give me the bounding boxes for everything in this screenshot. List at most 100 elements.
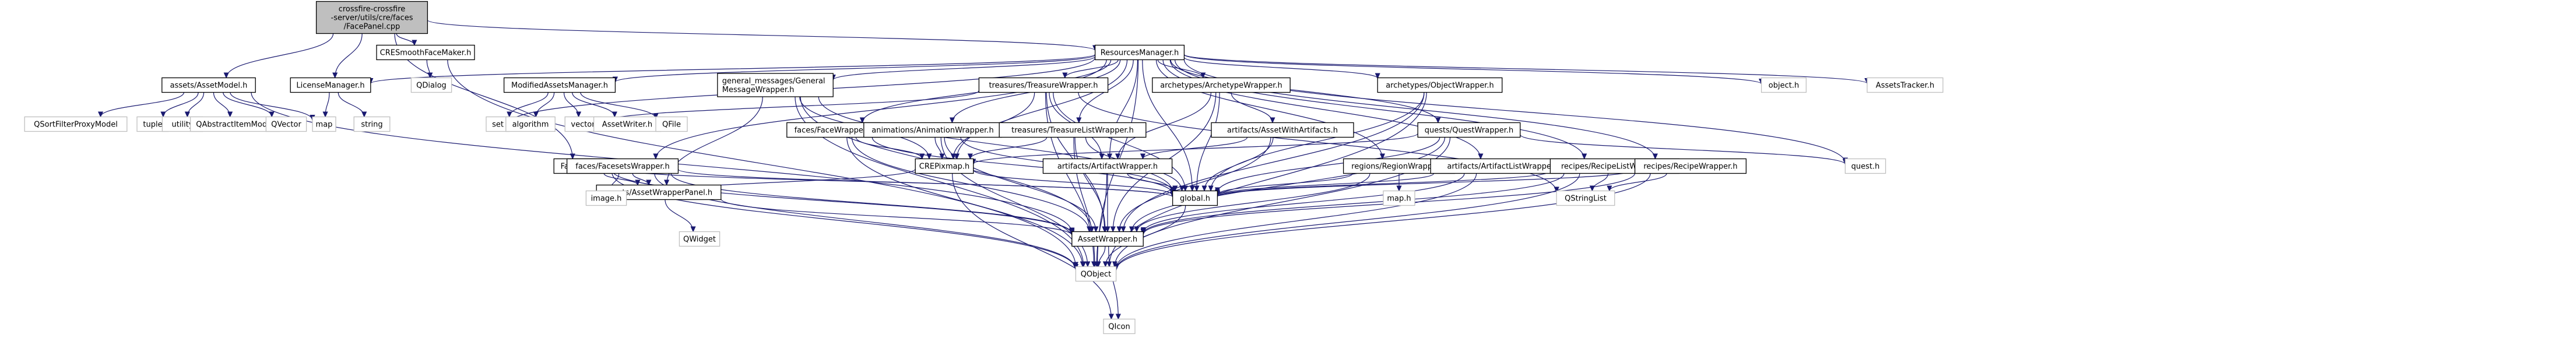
edge-assetartifacts-to-artifactwrap [1143,137,1248,159]
edge-assetmodel-to-qvector [223,92,272,117]
node-box [1211,122,1354,138]
node-box [1417,122,1521,138]
node-box [503,77,616,93]
node-box [410,77,452,93]
node-treasures-treasurewrapper-h[interactable]: treasures/TreasureWrapper.h [978,77,1109,93]
node-box [1071,231,1144,247]
edge-assetmodel-to-qabstractitem [213,92,230,117]
node-label: crossfire-crossfire [339,5,406,14]
node-animations-animationwrapper-h[interactable]: animations/AnimationWrapper.h [863,122,1002,138]
node-label: QObject [1081,270,1112,279]
node-box [585,190,627,206]
node-box [505,116,556,132]
node-box [353,116,391,132]
node-label: CRESmoothFaceMaker.h [380,49,472,58]
node-licensemanager-h[interactable]: LicenseManager.h [290,77,371,93]
node-assetwrapper-h[interactable]: AssetWrapper.h [1071,231,1144,247]
edge-treasurewrap-to-qstringlist [1078,92,1556,192]
edge-modified-to-qfile [580,92,656,119]
edge-assetmodel-to-qsortfilter [101,92,185,117]
node-faces-facesetswrapper-h[interactable]: faces/FacesetsWrapper.h [566,158,679,174]
node-global-h[interactable]: global.h [1172,190,1218,206]
node-resourcesmanager-h[interactable]: ResourcesManager.h [1094,44,1185,61]
node-qstringlist: QStringList [1556,190,1615,206]
edge-artifactlist-to-global [1217,173,1435,196]
node-label: AssetsTracker.h [1876,82,1934,90]
node-artifacts-assetwithartifacts-h[interactable]: artifacts/AssetWithArtifacts.h [1211,122,1354,138]
node-label: QWidget [683,235,716,244]
node-artifacts-artifactwrapper-h[interactable]: artifacts/ArtifactWrapper.h [1042,158,1173,174]
node-label: utility [172,121,194,129]
node-label: general_messages/General [722,77,825,86]
node-box [1634,158,1747,174]
node-label: vector [571,121,595,129]
node-recipes-recipewrapper-h[interactable]: recipes/RecipeWrapper.h [1634,158,1747,174]
node-qobject: QObject [1075,266,1117,282]
edge-regionwrap-to-assetwrapper [1137,173,1370,232]
edge-objectwrap-to-global [1211,92,1425,191]
node-box [655,116,688,132]
node-box [189,116,280,132]
node-label: string [361,121,382,129]
node-label: QAbstractItemModel [196,121,273,129]
edge-crepixmap-to-global [973,169,1173,195]
node-algorithm: algorithm [505,116,556,132]
node-archetypes-objectwrapper-h[interactable]: archetypes/ObjectWrapper.h [1377,77,1503,93]
node-box [1844,158,1886,174]
node-label: quest.h [1851,163,1880,171]
node-cresmoothfacemaker-h[interactable]: CRESmoothFaceMaker.h [376,44,475,61]
edge-facesetswrap-to-assetwrappanel [632,173,649,185]
node-label: faces/FaceWrapper.h [795,126,873,135]
nodes-layer: crossfire-crossfire-server/utils/cre/fac… [24,1,1944,335]
node-treasures-treasurelistwrapper-h[interactable]: treasures/TreasureListWrapper.h [999,122,1147,138]
node-box [161,77,256,93]
node-label: image.h [591,195,622,203]
node-quests-questwrapper-h[interactable]: quests/QuestWrapper.h [1417,122,1521,138]
edge-recipelist-to-qobject [1116,173,1580,270]
edge-archetypewrap-to-artifactwrap [1118,92,1212,159]
edge-treasurelist-to-crepixmap [970,137,1048,159]
edge-objectwrap-to-assetwrapper [1123,92,1425,232]
node-modifiedassetsmanager-h[interactable]: ModifiedAssetsManager.h [503,77,616,93]
edge-genmsg-to-qobject [795,96,1084,267]
edge-artifactwrap-to-qobject [1097,173,1108,267]
edge-resources-to-objecth [1183,54,1761,84]
node-label: /FacePanel.cpp [344,23,400,31]
node-label: QIcon [1108,323,1130,332]
edge-modified-to-set [509,92,549,117]
node-box [24,116,128,132]
edge-facewrap-to-qobject [846,137,1083,267]
node-box [1383,190,1415,206]
node-label: artifacts/ArtifactWrapper.h [1057,163,1158,171]
edge-questwrap-to-global [1217,137,1440,193]
node-box [566,158,679,174]
node-label: tuple [143,121,162,129]
node-assets-assetmodel-h[interactable]: assets/AssetModel.h [161,77,256,93]
edge-archetypewrap-to-global [1197,92,1220,191]
node-box [999,122,1147,138]
node-box [265,116,307,132]
node-archetypes-archetypewrapper-h[interactable]: archetypes/ArchetypeWrapper.h [1152,77,1291,93]
node-box [1867,77,1944,93]
node-box [593,116,662,132]
edge-archetypewrap-to-assetartifacts [1231,92,1273,123]
node-box [290,77,371,93]
edge-modified-to-assetwriter [572,92,615,117]
edge-recipelist-to-global [1217,170,1551,196]
node-crossfire-crossfire-server-utils-cre-faces-facepanel-cpp: crossfire-crossfire-server/utils/cre/fac… [315,1,428,34]
node-label: animations/AnimationWrapper.h [871,126,993,135]
node-image-h: image.h [585,190,627,206]
node-label: treasures/TreasureListWrapper.h [1011,126,1134,135]
node-box [717,73,834,97]
edge-recipewrap-to-qstringlist [1609,173,1667,191]
node-crepixmap-h[interactable]: CREPixmap.h [915,158,974,174]
node-qfile: QFile [655,116,688,132]
edge-resources-to-questh [1183,59,1845,163]
node-string: string [353,116,391,132]
edge-treasurewrap-to-global [1053,92,1185,191]
edge-questwrap-to-assetwrapper [1131,137,1446,232]
node-label: map [316,121,333,129]
edge-facepanel-to-assetwrapper [612,170,1072,234]
